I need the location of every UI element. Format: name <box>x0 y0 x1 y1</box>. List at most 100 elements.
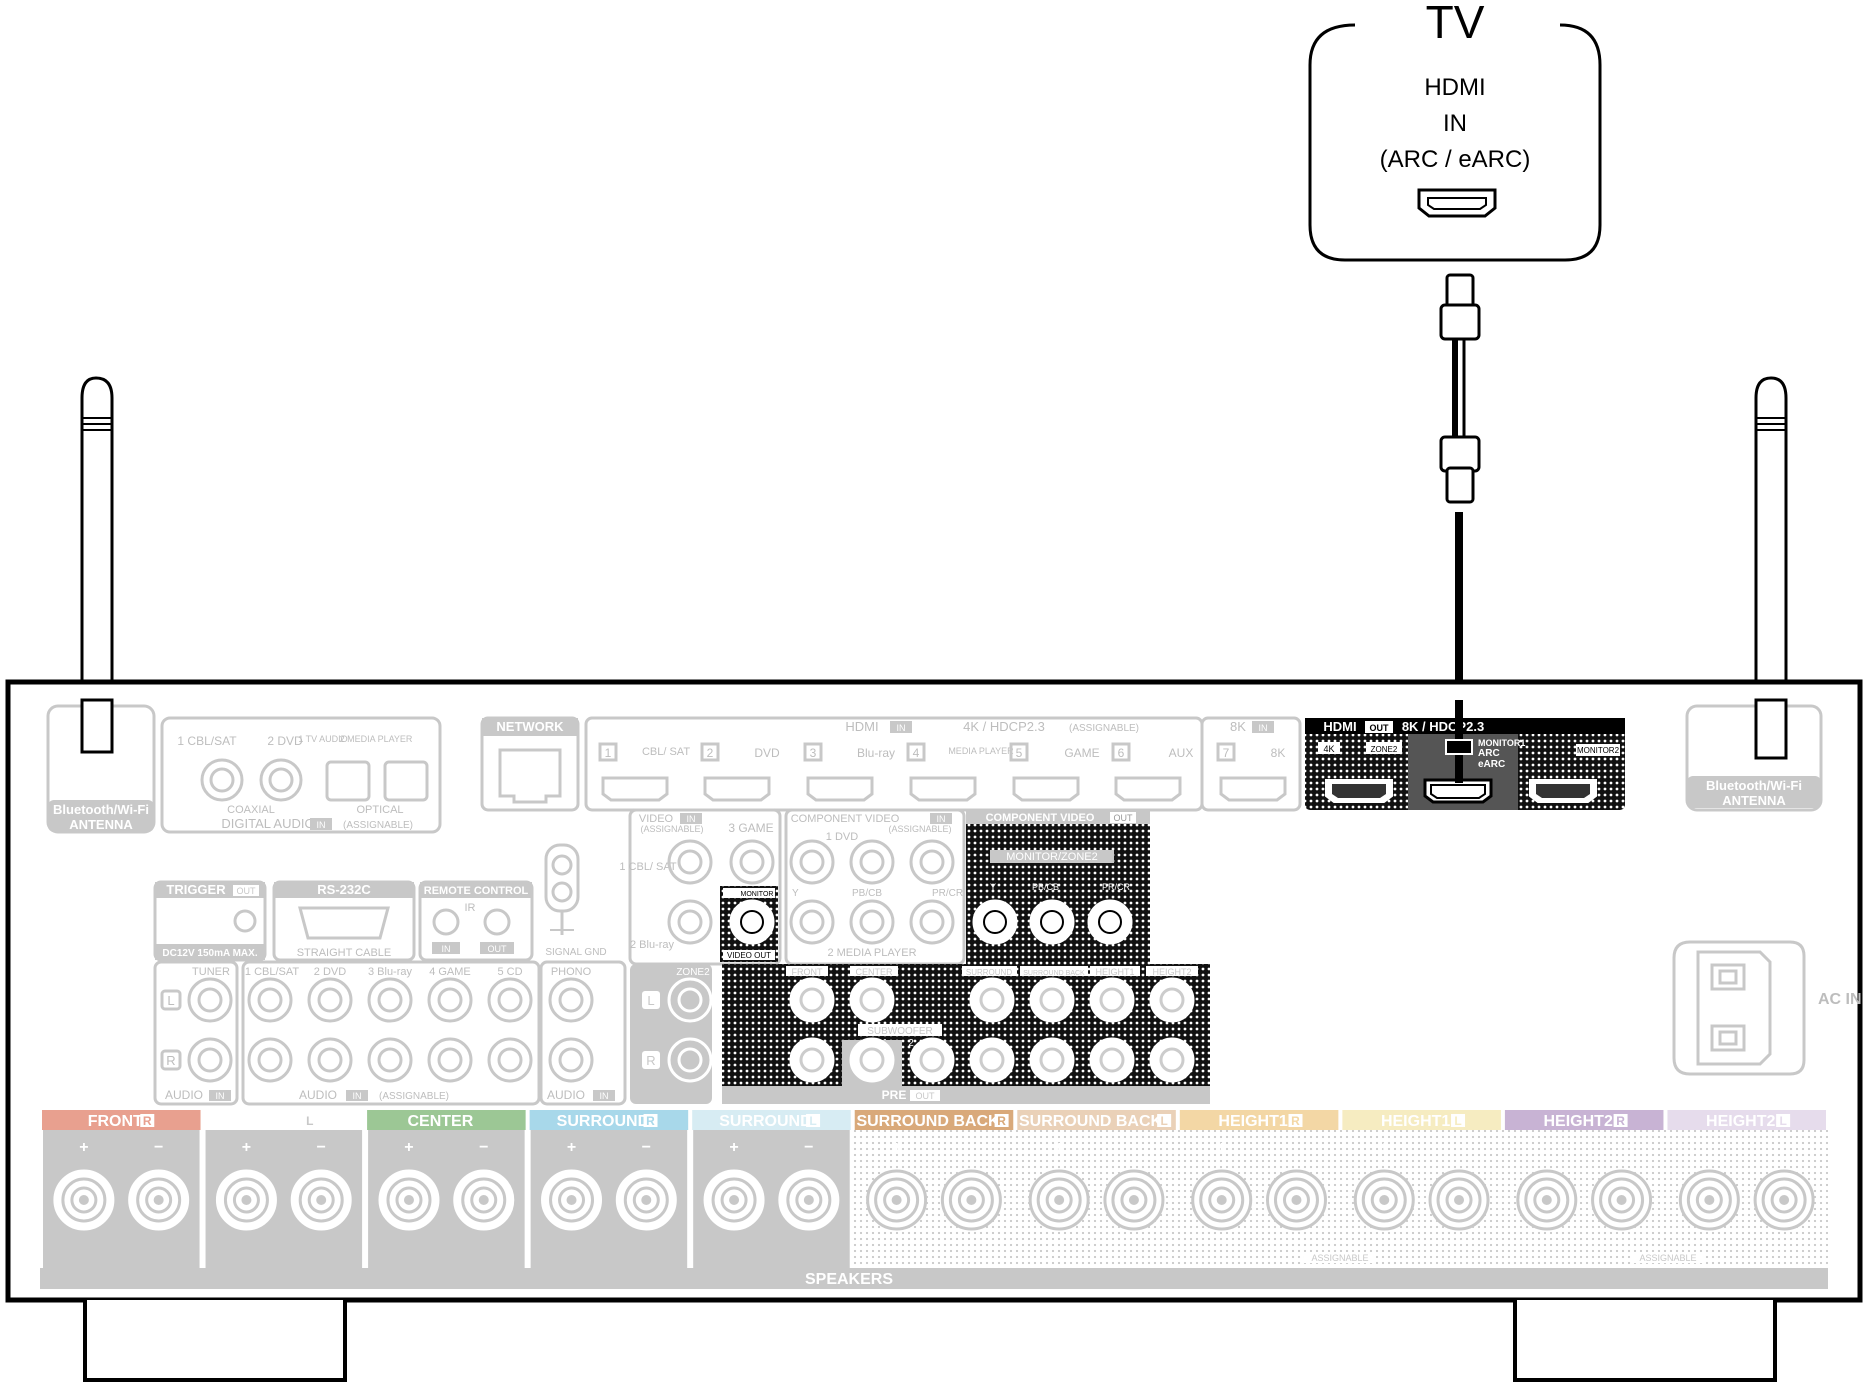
speaker-terminal-3-minus <box>455 1171 513 1229</box>
video-in-port-3: 2 Blu-ray <box>630 939 675 951</box>
component-in-source2: 2 MEDIA PLAYER <box>827 947 916 959</box>
hdmi-input-2-num: 2 <box>707 746 714 760</box>
audio-source-2: 2 DVD <box>314 966 346 978</box>
pre-out-front: FRONT <box>792 967 823 977</box>
speaker-channel-name-1: FRONT <box>88 1113 143 1130</box>
trigger-spec: DC12V 150mA MAX. <box>162 948 257 959</box>
speaker-minus-3: − <box>479 1139 488 1156</box>
ac-in-label: AC IN <box>1818 991 1862 1008</box>
speaker-terminal-8-minus <box>1267 1171 1325 1229</box>
tv-input-label-1: HDMI <box>1424 74 1485 101</box>
speaker-minus-6: − <box>967 1139 976 1156</box>
optical-label: OPTICAL <box>356 804 403 816</box>
speaker-terminal-2-minus <box>292 1171 350 1229</box>
speaker-terminal-1-plus <box>55 1171 113 1229</box>
speaker-terminal-3-plus <box>380 1171 438 1229</box>
hdmi-input-5-num: 5 <box>1016 746 1023 760</box>
hdmi-in-spec: 4K / HDCP2.3 <box>963 719 1045 734</box>
speaker-terminal-9-plus <box>1355 1171 1413 1229</box>
trigger-out-badge: OUT <box>237 886 257 896</box>
component-in-assignable: (ASSIGNABLE) <box>888 824 951 834</box>
speaker-channel-name-5: SURROUND <box>719 1113 811 1130</box>
speaker-terminal-4-minus <box>617 1171 675 1229</box>
speaker-terminal-2-plus <box>217 1171 275 1229</box>
antenna-base-right: Bluetooth/Wi-Fi ANTENNA <box>1687 706 1821 810</box>
antenna-right-label-2: ANTENNA <box>1722 793 1786 808</box>
hdmi-out-monitor1-label-2: ARC <box>1478 748 1500 759</box>
tv-hdmi-port-icon <box>1419 190 1495 216</box>
speaker-channel-name-9: HEIGHT1 <box>1381 1113 1450 1130</box>
speaker-minus-5: − <box>804 1139 813 1156</box>
speaker-plus-2: + <box>242 1139 251 1156</box>
hdmi-input-3-num: 3 <box>810 746 817 760</box>
hdmi-input-6-name: AUX <box>1169 746 1194 760</box>
speaker-channel-side-4: R <box>646 1114 655 1128</box>
hdmi-out-section: HDMI OUT 8K / HDCP2.3 4K ZONE2 MONITOR1 … <box>1305 718 1625 810</box>
component-out-label: COMPONENT VIDEO <box>986 812 1095 824</box>
tv-title: TV <box>1426 0 1485 48</box>
component-out-pr: PR/CR <box>1102 882 1131 892</box>
speaker-minus-4: − <box>642 1139 651 1156</box>
pre-out-pre-label: PRE <box>882 1088 907 1102</box>
speaker-channel-name-8: HEIGHT1 <box>1218 1113 1287 1130</box>
hdmi-in-badge: IN <box>897 723 906 733</box>
component-out-pb: PB/CB <box>1032 882 1059 892</box>
speaker-terminal-5-plus <box>705 1171 763 1229</box>
speaker-channel-side-11: L <box>1779 1114 1786 1128</box>
rs232c-label: RS-232C <box>317 882 371 897</box>
network-label: NETWORK <box>496 719 564 734</box>
component-in-source1: 1 DVD <box>826 831 858 843</box>
hdmi-out-monitor1-label-3: eARC <box>1478 759 1505 770</box>
component-out-section: COMPONENT VIDEO OUT MONITOR/ZONE2 Y PB/C… <box>966 810 1150 964</box>
speaker-terminal-11-minus <box>1755 1171 1813 1229</box>
hdmi-out-zone2-label: ZONE2 <box>1371 745 1398 754</box>
video-in-port-2: 3 GAME <box>728 821 773 835</box>
hdmi-out-badge: OUT <box>1370 723 1390 733</box>
speaker-channel-name-11: HEIGHT2 <box>1706 1113 1775 1130</box>
component-in-label: COMPONENT VIDEO <box>791 813 900 825</box>
audio-tuner-audio-label: AUDIO <box>165 1088 203 1102</box>
audio-phono-audio-label: AUDIO <box>547 1088 585 1102</box>
audio-phono-in-badge: IN <box>600 1091 609 1101</box>
speaker-minus-2: − <box>317 1139 326 1156</box>
speakers-assignable-1: ASSIGNABLE <box>1311 1253 1368 1263</box>
video-in-monitor: MONITOR <box>741 891 774 898</box>
speaker-channel-side-1: R <box>143 1114 152 1128</box>
audio-tuner-in-badge: IN <box>216 1091 225 1101</box>
speaker-plus-3: + <box>404 1139 413 1156</box>
speaker-minus-11: − <box>1779 1139 1788 1156</box>
speaker-terminal-5-minus <box>780 1171 838 1229</box>
audio-left-label: L <box>167 993 174 1008</box>
speaker-plus-6: + <box>892 1139 901 1156</box>
audio-source-4: 4 GAME <box>429 966 471 978</box>
speaker-channel-name-10: HEIGHT2 <box>1544 1113 1613 1130</box>
pre-out-right: R <box>646 1053 655 1068</box>
audio-tuner: TUNER <box>192 966 230 978</box>
speaker-channel-2: FRONTL+− <box>205 1110 364 1268</box>
hdmi-input-5-name: GAME <box>1064 746 1099 760</box>
speakers-assignable-2: ASSIGNABLE <box>1639 1253 1696 1263</box>
pre-out-surround-back: SURROUND BACK <box>1023 970 1085 977</box>
digital-audio-in-badge: IN <box>317 820 326 830</box>
pre-out-height2: HEIGHT2 <box>1152 967 1191 977</box>
hdmi-in-label: HDMI <box>845 719 878 734</box>
speaker-terminal-8-plus <box>1193 1171 1251 1229</box>
speaker-minus-1: − <box>154 1139 163 1156</box>
speaker-terminal-9-minus <box>1430 1171 1488 1229</box>
pre-out-height1: HEIGHT1 <box>1095 967 1134 977</box>
trigger-section: TRIGGER OUT DC12V 150mA MAX. <box>155 882 265 960</box>
antenna-right-label-1: Bluetooth/Wi-Fi <box>1706 778 1802 793</box>
remote-in-badge: IN <box>442 944 451 954</box>
hdmi-in-8k-badge: IN <box>1259 723 1268 733</box>
pre-out-subwoofer: SUBWOOFER <box>867 1026 933 1037</box>
audio-source-5: 5 CD <box>497 966 522 978</box>
trigger-label: TRIGGER <box>166 882 226 897</box>
hdmi-input-7-num: 7 <box>1223 746 1230 760</box>
hdmi-in-assignable: (ASSIGNABLE) <box>1069 723 1139 734</box>
speaker-channel-side-5: L <box>809 1114 816 1128</box>
speaker-plus-4: + <box>567 1139 576 1156</box>
hdmi-out-spec: 8K / HDCP2.3 <box>1402 719 1484 734</box>
